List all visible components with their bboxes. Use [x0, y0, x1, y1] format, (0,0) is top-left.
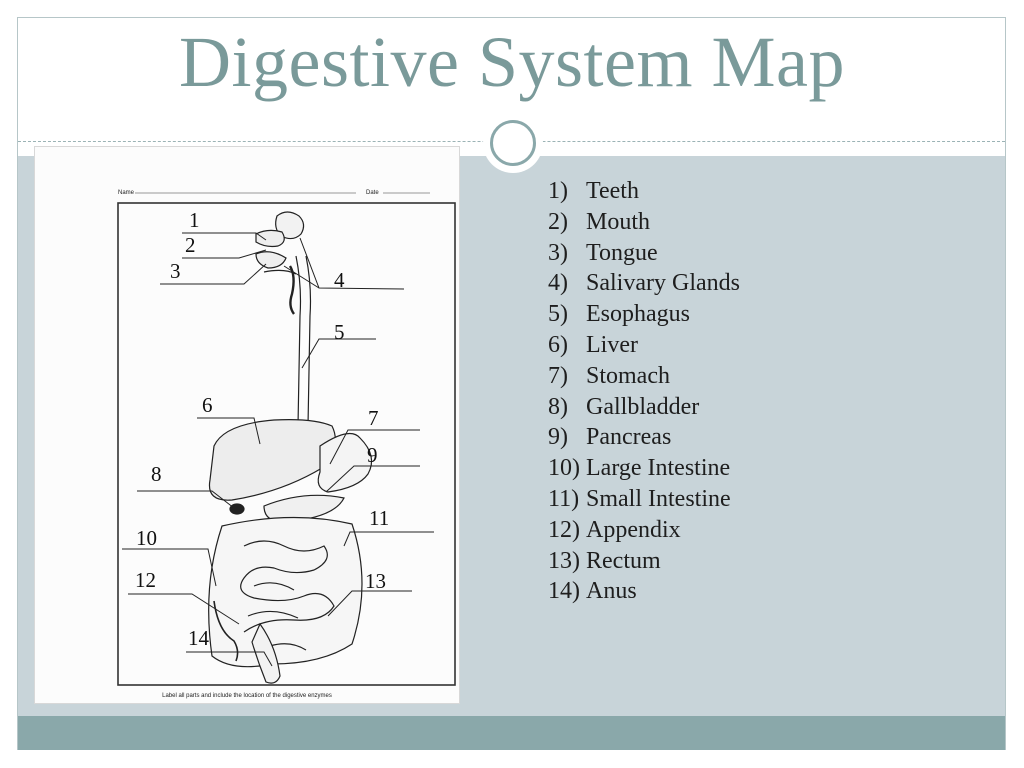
- item-number: 11): [548, 485, 580, 512]
- item-number: 1): [548, 178, 568, 204]
- item-number: 3): [548, 239, 568, 266]
- worksheet-border: [117, 202, 456, 686]
- diagram-number-6: 6: [202, 393, 213, 417]
- diagram-number-9: 9: [367, 443, 378, 467]
- footer-band: [18, 716, 1005, 750]
- digestive-diagram: Name Date: [117, 190, 456, 699]
- item-number: 2): [548, 208, 568, 235]
- list-item: 14)Anus: [548, 576, 740, 607]
- list-item: 4) Salivary Glands: [548, 268, 740, 299]
- diagram-number-4: 4: [334, 268, 345, 292]
- item-number: 12): [548, 516, 580, 543]
- item-label: Gallbladder: [586, 393, 700, 420]
- item-label: Appendix: [586, 516, 681, 543]
- list-item: 2) Mouth: [548, 207, 740, 238]
- item-label: Esophagus: [586, 301, 690, 328]
- worksheet-instructions: Label all parts and include the location…: [162, 693, 332, 699]
- list-item: 5) Esophagus: [548, 299, 740, 330]
- item-number: 8): [548, 393, 568, 420]
- diagram-number-12: 12: [135, 568, 156, 592]
- list-item: 12)Appendix: [548, 515, 740, 546]
- item-label: Teeth: [586, 178, 639, 204]
- list-item: 13)Rectum: [548, 546, 740, 577]
- worksheet-date-label: Date: [366, 190, 379, 196]
- leader-lines: [122, 232, 434, 667]
- list-item: 11)Small Intestine: [548, 484, 740, 515]
- item-number: 7): [548, 362, 568, 389]
- list-item: 1) Teeth: [548, 176, 740, 207]
- diagram-number-1: 1: [189, 208, 200, 232]
- item-number: 13): [548, 547, 580, 574]
- item-label: Anus: [586, 578, 637, 605]
- item-label: Salivary Glands: [586, 270, 740, 297]
- list-item: 10)Large Intestine: [548, 453, 740, 484]
- list-item: 7) Stomach: [548, 361, 740, 392]
- item-label: Small Intestine: [586, 485, 731, 512]
- item-label: Large Intestine: [586, 455, 731, 482]
- item-number: 14): [548, 578, 580, 605]
- diagram-number-2: 2: [185, 233, 196, 257]
- item-label: Mouth: [586, 208, 651, 235]
- diagram-number-8: 8: [151, 462, 162, 486]
- item-label: Rectum: [586, 547, 661, 574]
- list-item: 6) Liver: [548, 330, 740, 361]
- circle-ornament-icon: [483, 113, 543, 173]
- list-item: 9) Pancreas: [548, 422, 740, 453]
- worksheet-image: Name Date: [34, 146, 460, 704]
- diagram-number-11: 11: [369, 506, 389, 530]
- diagram-number-7: 7: [368, 406, 379, 430]
- slide-title: Digestive System Map: [179, 22, 845, 102]
- diagram-number-3: 3: [170, 259, 181, 283]
- item-label: Stomach: [586, 362, 670, 389]
- diagram-number-13: 13: [365, 569, 386, 593]
- item-label: Pancreas: [586, 424, 672, 451]
- item-number: 4): [548, 270, 568, 297]
- item-label: Liver: [586, 331, 638, 358]
- ornament-ring: [490, 120, 536, 166]
- list-item: 8) Gallbladder: [548, 392, 740, 423]
- diagram-number-5: 5: [334, 320, 345, 344]
- diagram-number-10: 10: [136, 526, 157, 550]
- organ-key-list: 1) Teeth 2) Mouth 3) Tongue 4) Salivary Glan…: [548, 176, 740, 607]
- item-number: 5): [548, 301, 568, 328]
- organ-illustration: [208, 211, 373, 684]
- item-number: 10): [548, 455, 580, 482]
- item-number: 9): [548, 424, 568, 451]
- diagram-number-14: 14: [188, 626, 210, 650]
- item-label: Tongue: [586, 239, 658, 266]
- item-number: 6): [548, 331, 568, 358]
- list-item: 3) Tongue: [548, 238, 740, 269]
- worksheet-name-label: Name: [118, 190, 135, 196]
